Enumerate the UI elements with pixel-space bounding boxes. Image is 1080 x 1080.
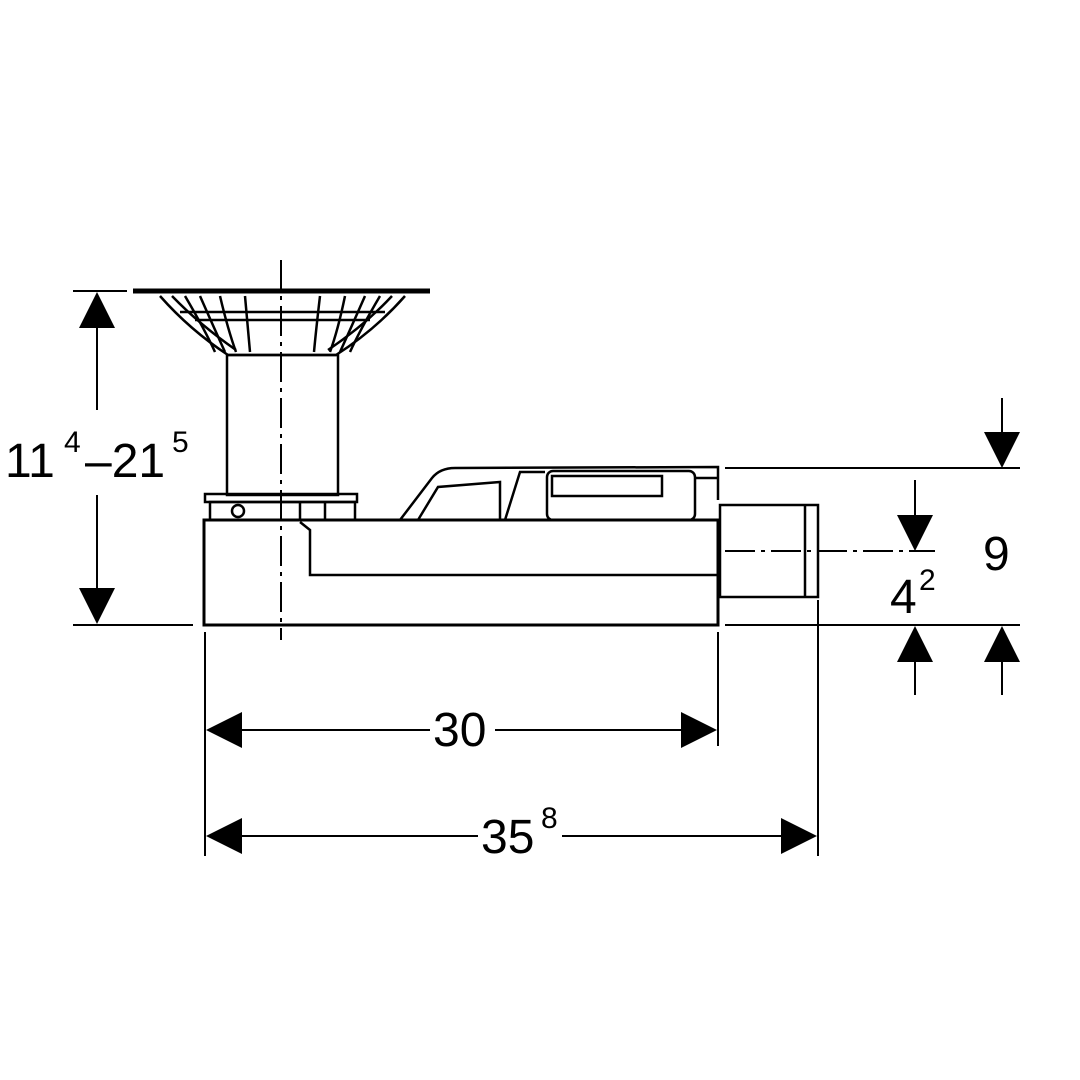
arrow-left-icon	[206, 712, 242, 748]
arrow-up-icon	[984, 626, 1020, 662]
height-range-label: 11 4 –21 5	[5, 426, 189, 488]
height-min-sup: 4	[64, 426, 81, 459]
drain-grate	[133, 288, 430, 357]
height-max-sup: 5	[172, 426, 189, 459]
arrow-down-icon	[79, 588, 115, 624]
body-length-label: 30	[433, 704, 486, 757]
outlet-height-sup: 2	[919, 564, 936, 597]
arrow-left-icon	[206, 818, 242, 854]
extension-lines	[73, 290, 1020, 856]
total-length-label: 35	[481, 811, 534, 864]
arrow-down-icon	[984, 432, 1020, 468]
dimension-arrows	[79, 292, 1020, 854]
arrow-up-icon	[897, 626, 933, 662]
drain-body	[202, 465, 720, 627]
height-max: –21	[85, 435, 165, 488]
height-min: 11	[5, 435, 55, 488]
vertical-pipe	[225, 353, 340, 497]
outlet-height-label: 4	[890, 571, 917, 624]
arrow-right-icon	[781, 818, 817, 854]
arrow-down-icon	[897, 515, 933, 551]
arrow-right-icon	[681, 712, 717, 748]
total-height-label: 9	[983, 528, 1010, 581]
total-length-sup: 8	[541, 802, 558, 835]
arrow-up-icon	[79, 292, 115, 328]
